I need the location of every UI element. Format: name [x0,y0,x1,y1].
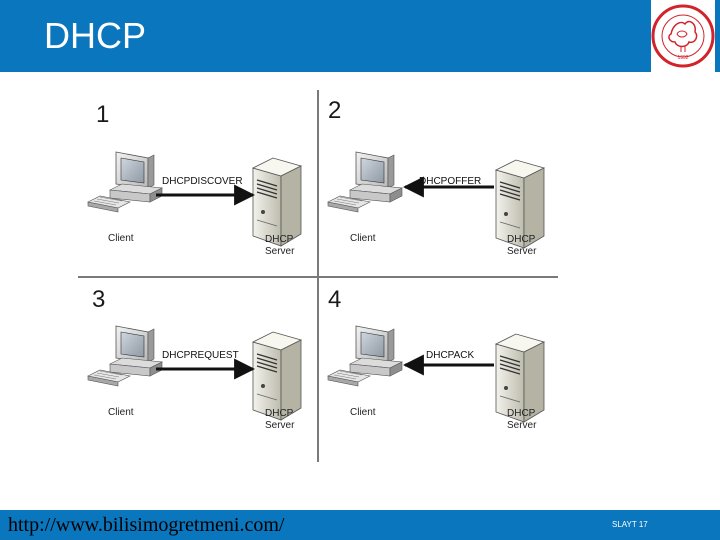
server-label: DHCP Server [507,408,547,432]
server-label: DHCP Server [265,408,305,432]
footer-bar: http://www.bilisimogretmeni.com/ SLAYT 1… [0,510,720,540]
footer-url-link[interactable]: http://www.bilisimogretmeni.com/ [8,514,285,536]
server-label-line2: Server [265,420,295,431]
message-label-dhcprequest: DHCPREQUEST [162,350,239,361]
step-number-1: 1 [96,101,110,128]
page-title: DHCP [44,15,147,56]
message-label-dhcpdiscover: DHCPDISCOVER [162,176,243,187]
server-label-line2: Server [507,246,537,257]
slide-number: SLAYT 17 [612,520,648,529]
quadrant-3 [87,325,302,421]
message-label-dhcpoffer: DHCPOFFER [419,176,482,187]
step-number-3: 3 [92,286,106,313]
client-label: Client [108,233,134,244]
server-label: DHCP Server [507,234,547,258]
server-label-line1: DHCP [507,234,536,245]
quadrant-1 [87,151,302,247]
client-computer-icon [327,151,403,213]
server-label-line1: DHCP [265,234,294,245]
client-label: Client [350,233,376,244]
header-bar: DHCP [0,0,720,72]
client-label: Client [108,407,134,418]
university-seal-icon: 1992 [651,4,715,68]
server-label-line2: Server [265,246,295,257]
client-computer-icon [327,325,403,387]
svg-text:1992: 1992 [677,55,688,61]
server-label-line1: DHCP [265,408,294,419]
client-computer-icon [87,151,163,213]
dhcp-server-icon [252,157,302,247]
step-number-2: 2 [328,97,342,124]
server-label: DHCP Server [265,234,305,258]
step-number-4: 4 [328,286,342,313]
client-label: Client [350,407,376,418]
client-computer-icon [87,325,163,387]
university-logo: 1992 [651,0,715,72]
quadrant-2 [327,151,545,249]
quadrant-4 [327,325,545,423]
message-label-dhcpack: DHCPACK [426,350,475,361]
server-label-line1: DHCP [507,408,536,419]
dhcp-server-icon [252,331,302,421]
server-label-line2: Server [507,420,537,431]
